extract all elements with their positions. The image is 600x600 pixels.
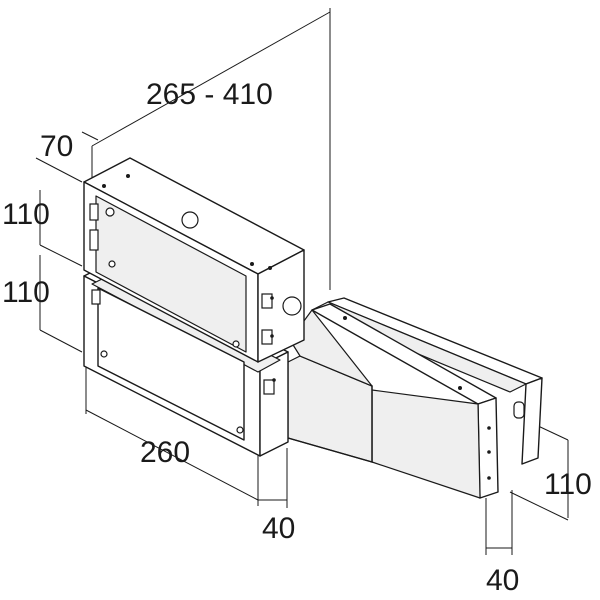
- dim-upper-box-height: 110: [2, 198, 50, 231]
- dimension-labels: 265 - 410 70 110 110 260 40 110 40: [2, 78, 592, 597]
- dim-top-side: 70: [40, 130, 73, 163]
- connecting-arm: [287, 309, 373, 463]
- upper-junction-box: [83, 157, 305, 363]
- side-knockout-icon: [282, 296, 302, 316]
- dim-bracket-depth: 40: [486, 564, 519, 597]
- dim-box-depth: 40: [262, 512, 295, 545]
- dimension-lines: [35, 8, 569, 555]
- dim-top-depth-range: 265 - 410: [146, 78, 273, 111]
- knockout-hole-icon: [181, 211, 199, 229]
- plate-slot-icon: [513, 401, 525, 419]
- dim-lower-box-height: 110: [2, 276, 50, 309]
- dim-bracket-height: 110: [544, 468, 592, 501]
- dim-box-width: 260: [140, 436, 190, 469]
- wall-bracket: [311, 297, 543, 499]
